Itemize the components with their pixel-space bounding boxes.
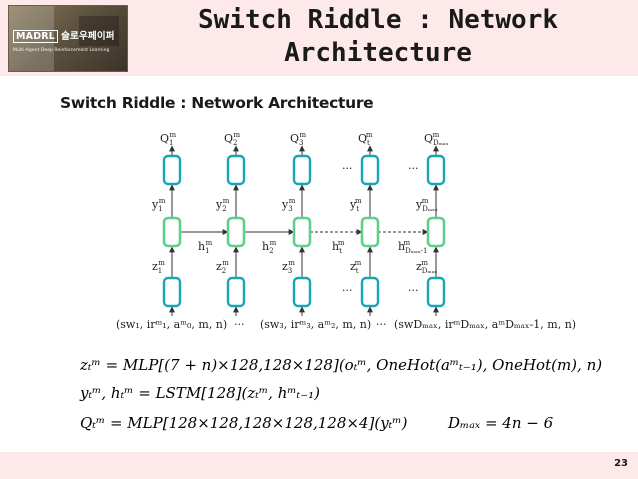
page-number: 23 — [614, 458, 628, 469]
slide-subtitle: Switch Riddle : Network Architecture — [60, 94, 374, 112]
ellipsis-bottom: ··· — [408, 284, 419, 297]
z-label: z3m — [282, 259, 295, 275]
q-output-node — [162, 154, 182, 186]
lstm-node — [426, 216, 446, 248]
lstm-node — [360, 216, 380, 248]
q-output-node — [426, 154, 446, 186]
equation-y-h: yₜᵐ, hₜᵐ = LSTM[128](zₜᵐ, hᵐₜ₋₁) — [79, 384, 320, 402]
q-label: Q1m — [160, 131, 177, 147]
mlp-input-node — [292, 276, 312, 308]
diagram-labels: ··· ··· ··· ··· ··· ··· (sw₁, irᵐ₁, aᵐ₀,… — [116, 131, 576, 331]
slide-title-line-2: Architecture — [284, 38, 472, 68]
mlp-input-node — [162, 276, 182, 308]
lstm-node — [162, 216, 182, 248]
equation-z: zₜᵐ = MLP[(7 + n)×128,128×128](oₜᵐ, OneH… — [79, 356, 602, 374]
formulas: zₜᵐ = MLP[(7 + n)×128,128×128](oₜᵐ, OneH… — [79, 356, 602, 432]
q-label: QDₘₐₓm — [424, 131, 449, 147]
logo-texture — [9, 6, 54, 71]
footer-band: 23 — [0, 452, 638, 479]
y-label: y2m — [215, 197, 230, 213]
ellipsis-top: ··· — [342, 162, 353, 175]
equation-q: Qₜᵐ = MLP[128×128,128×128,128×4](yₜᵐ) — [80, 414, 408, 432]
logo-brand-text: MADRL — [13, 30, 59, 43]
ellipsis-top: ··· — [408, 162, 419, 175]
ellipsis-input: ··· — [234, 318, 245, 331]
hidden-state-label: h1m — [198, 239, 213, 255]
ellipsis-bottom: ··· — [342, 284, 353, 297]
hidden-state-label: hDₘₐₓ-1m — [398, 239, 428, 255]
hidden-state-label: htm — [332, 239, 345, 255]
q-label: Q2m — [224, 131, 241, 147]
slide-title: Switch Riddle : Network Architecture — [150, 4, 606, 70]
logo-texture-dark — [79, 16, 119, 46]
z-label: z1m — [152, 259, 165, 275]
q-label: Qtm — [358, 131, 373, 147]
ellipsis-input: ··· — [376, 318, 387, 331]
input-tuple: (swDₘₐₓ, irᵐDₘₐₓ, aᵐDₘₐₓ-1, m, n) — [394, 318, 576, 331]
q-label: Q3m — [290, 131, 307, 147]
z-label: ztm — [350, 259, 362, 275]
z-label: zDₘₐₓm — [416, 259, 437, 275]
input-tuple: (sw₁, irᵐ₁, aᵐ₀, m, n) — [116, 318, 227, 331]
y-label: y1m — [151, 197, 166, 213]
y-label: yDₘₐₓm — [415, 197, 438, 213]
logo-korean-text: 슬로우페이퍼 — [61, 31, 115, 42]
equation-dmax: Dₘₐₓ = 4n − 6 — [447, 414, 554, 432]
q-output-node — [360, 154, 380, 186]
y-label: y3m — [281, 197, 296, 213]
hidden-state-label: h2m — [262, 239, 277, 255]
lstm-node — [226, 216, 246, 248]
lstm-node — [292, 216, 312, 248]
y-label: ytm — [349, 197, 362, 213]
input-tuple: (sw₃, irᵐ₃, aᵐ₂, m, n) — [260, 318, 371, 331]
network-diagram: ··· ··· ··· ··· ··· ··· (sw₁, irᵐ₁, aᵐ₀,… — [116, 131, 576, 331]
q-output-node — [226, 154, 246, 186]
mlp-input-node — [360, 276, 380, 308]
mlp-input-node — [226, 276, 246, 308]
logo-tagline: Multi-Agent Deep Reinforcement Learning — [13, 48, 110, 53]
q-output-node — [292, 154, 312, 186]
slide-title-line-1: Switch Riddle : Network — [197, 5, 559, 35]
z-label: z2m — [216, 259, 229, 275]
mlp-input-node — [426, 276, 446, 308]
diagram-nodes — [162, 145, 446, 316]
